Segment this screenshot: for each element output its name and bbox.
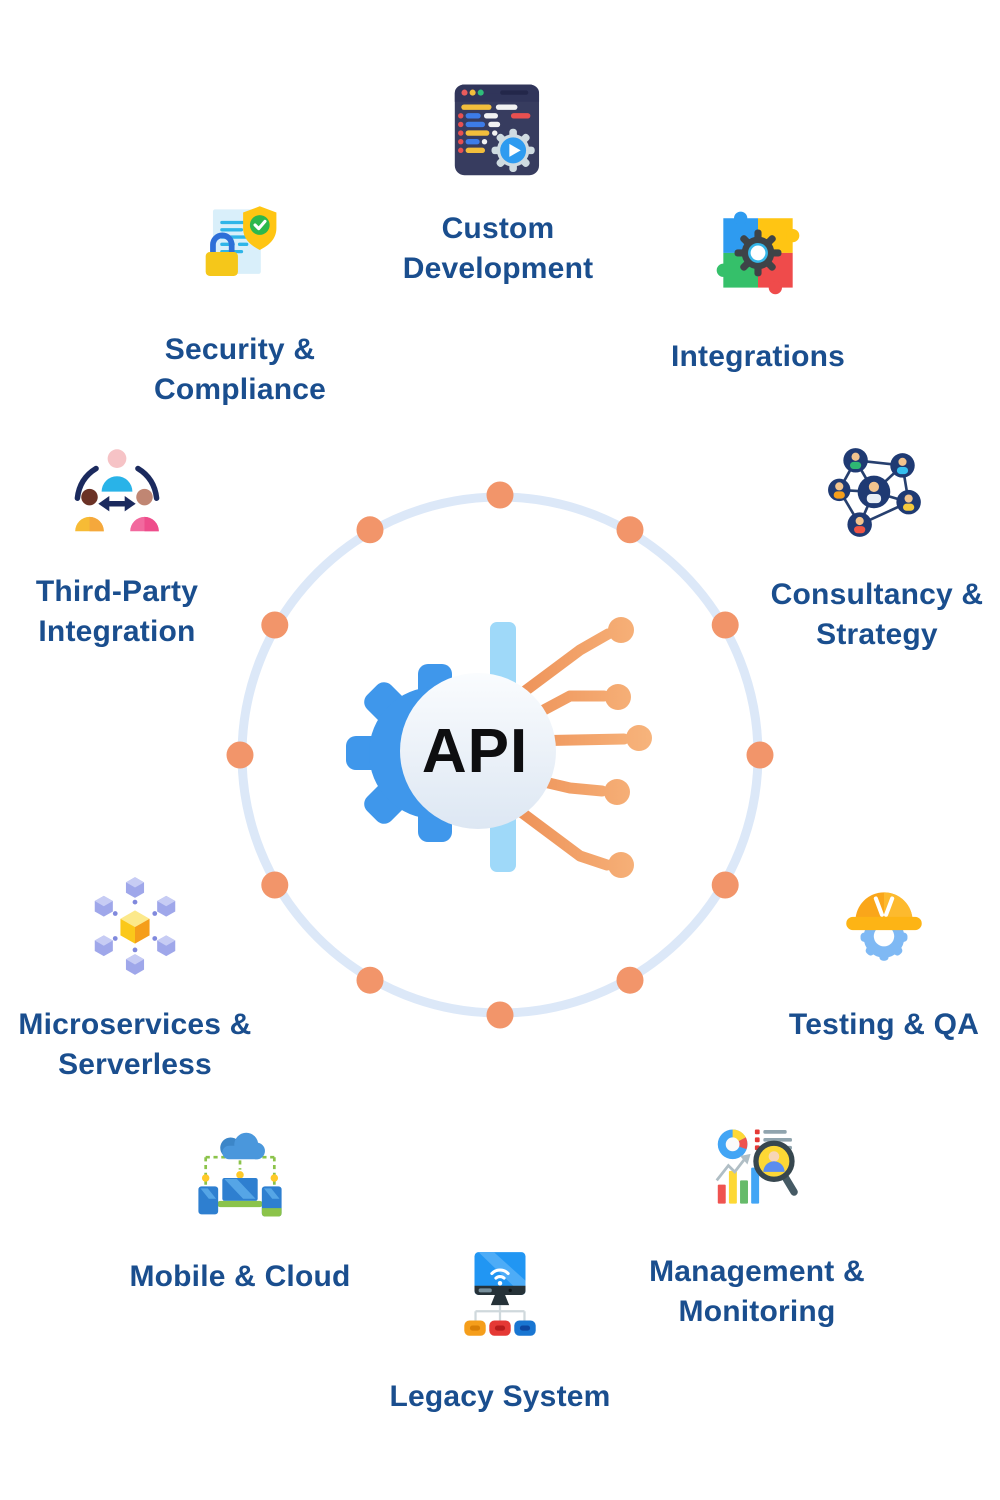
sync-dots xyxy=(201,1171,279,1182)
api-label: API xyxy=(421,716,529,786)
api-gear-circuit-icon xyxy=(346,617,652,878)
service-management-monitoring: Management & Monitoring xyxy=(587,1121,927,1332)
play-gear xyxy=(491,128,535,172)
padlock xyxy=(205,232,238,276)
wire-tree xyxy=(474,1305,526,1321)
hardhat-gear-icon xyxy=(833,874,935,978)
service-custom-development: Custom Development xyxy=(328,78,668,289)
tablet xyxy=(198,1186,219,1215)
cloud xyxy=(220,1132,265,1160)
api-disc xyxy=(400,673,556,829)
cube-hexagon-network-icon xyxy=(83,874,187,978)
orbit-ring xyxy=(226,481,774,1029)
service-label: Integrations xyxy=(670,340,846,373)
service-mobile-cloud: Mobile & Cloud xyxy=(70,1126,410,1297)
service-label: Testing & QA xyxy=(788,1008,980,1041)
bar-chart xyxy=(715,1153,760,1204)
code-window-gear-icon xyxy=(444,78,552,182)
people-network-icon xyxy=(826,444,928,548)
integration-gear xyxy=(734,229,782,277)
hard-hat xyxy=(846,892,922,931)
monitor xyxy=(474,1252,526,1306)
monitor-network-icon xyxy=(449,1246,551,1350)
service-security-compliance: Security & Compliance xyxy=(70,199,410,410)
service-microservices-serverless: Microservices & Serverless xyxy=(0,874,305,1085)
center-cube xyxy=(120,910,150,944)
connector-dots xyxy=(112,899,158,953)
cloud-devices-icon xyxy=(188,1126,292,1230)
phone xyxy=(261,1186,282,1217)
service-label: Management & Monitoring xyxy=(649,1255,865,1328)
people-nodes xyxy=(828,448,921,537)
people-exchange-icon xyxy=(62,441,172,545)
service-third-party-integration: Third-Party Integration xyxy=(0,441,287,652)
service-consultancy-strategy: Consultancy & Strategy xyxy=(707,444,1000,655)
service-label: Third-Party Integration xyxy=(35,575,199,648)
network-nodes xyxy=(464,1320,536,1336)
exchange-arrow xyxy=(98,496,136,512)
service-legacy-system: Legacy System xyxy=(330,1246,670,1417)
document-shield-lock-icon xyxy=(188,199,292,303)
donut-chart xyxy=(717,1129,748,1160)
shield-check xyxy=(243,206,277,250)
magnifier xyxy=(753,1140,798,1196)
puzzle-pieces-gear-icon xyxy=(707,206,809,310)
service-testing-qa: Testing & QA xyxy=(714,874,1000,1045)
service-integrations: Integrations xyxy=(588,206,928,377)
orbit-dots xyxy=(226,481,774,1029)
circuit-nodes xyxy=(604,617,652,878)
service-label: Security & Compliance xyxy=(153,333,327,406)
service-label: Consultancy & Strategy xyxy=(770,578,984,651)
service-label: Legacy System xyxy=(389,1380,611,1413)
laptop xyxy=(217,1178,263,1208)
service-label: Custom Development xyxy=(402,212,594,285)
service-label: Mobile & Cloud xyxy=(129,1260,351,1293)
charts-magnifier-icon xyxy=(704,1121,810,1225)
service-label: Microservices & Serverless xyxy=(18,1008,252,1081)
